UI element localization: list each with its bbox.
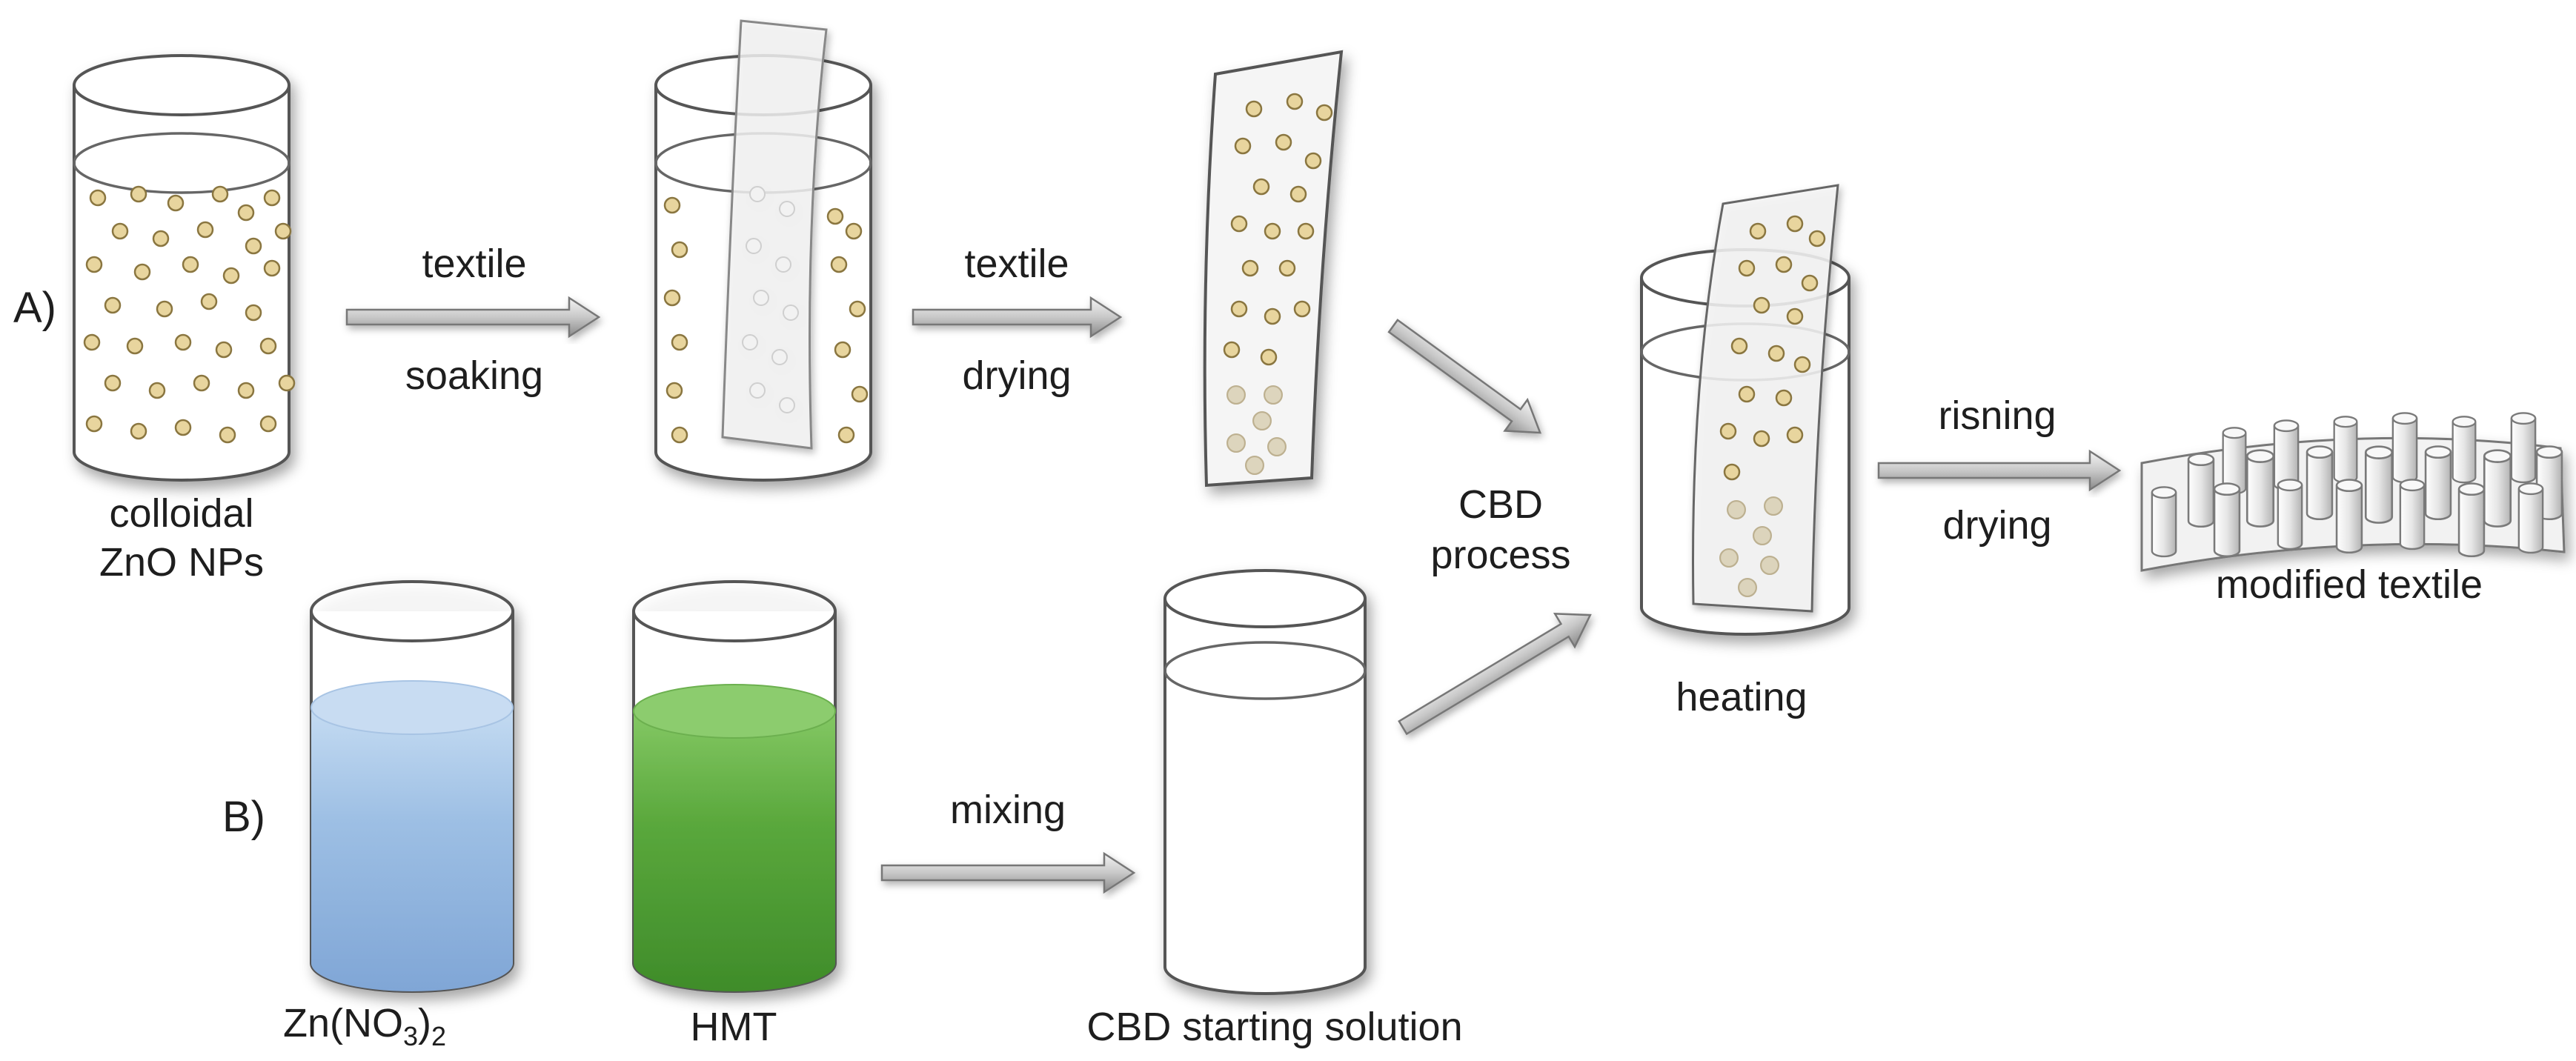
beaker-colloidal-zno <box>73 54 291 482</box>
label-heating: heating <box>1676 675 1807 719</box>
beaker-hmt <box>632 580 837 993</box>
label-colloidal: colloidal <box>109 491 254 536</box>
label-row-b: B) <box>222 793 265 841</box>
textile-strip-soaking <box>721 19 828 450</box>
arrow-drying <box>912 296 1123 339</box>
label-hmt: HMT <box>690 1005 777 1049</box>
arrow-to-cbd-upper <box>1387 319 1542 434</box>
zn-prefix: Zn(NO <box>283 1001 403 1045</box>
zn-sub-3: 3 <box>403 1020 419 1051</box>
label-modified-textile: modified textile <box>2215 562 2483 607</box>
beaker-zn-nitrate <box>310 580 514 993</box>
label-process: process <box>1430 533 1571 577</box>
label-soaking: soaking <box>405 353 544 398</box>
label-zn-nitrate: Zn(NO3)2 <box>283 1000 446 1060</box>
label-mixing: mixing <box>949 788 1066 832</box>
label-drying-1: drying <box>962 353 1072 398</box>
zn-sub-2: 2 <box>431 1020 447 1051</box>
label-drying-2: drying <box>1942 503 2052 548</box>
arrow-mixing <box>880 851 1136 894</box>
arrow-rinsing <box>1877 449 2122 492</box>
label-zno-nps: ZnO NPs <box>99 540 265 585</box>
label-cbd: CBD <box>1458 482 1543 527</box>
beaker-cbd-starting-solution <box>1163 569 1367 995</box>
arrow-to-cbd-lower <box>1398 613 1592 736</box>
label-cbd-starting-solution: CBD starting solution <box>1086 1005 1463 1049</box>
label-textile-1: textile <box>422 242 527 286</box>
label-textile-2: textile <box>964 242 1069 286</box>
zn-close: ) <box>418 1001 432 1045</box>
label-risning: risning <box>1938 393 2057 438</box>
arrow-soaking <box>345 296 601 339</box>
label-row-a: A) <box>13 284 56 332</box>
